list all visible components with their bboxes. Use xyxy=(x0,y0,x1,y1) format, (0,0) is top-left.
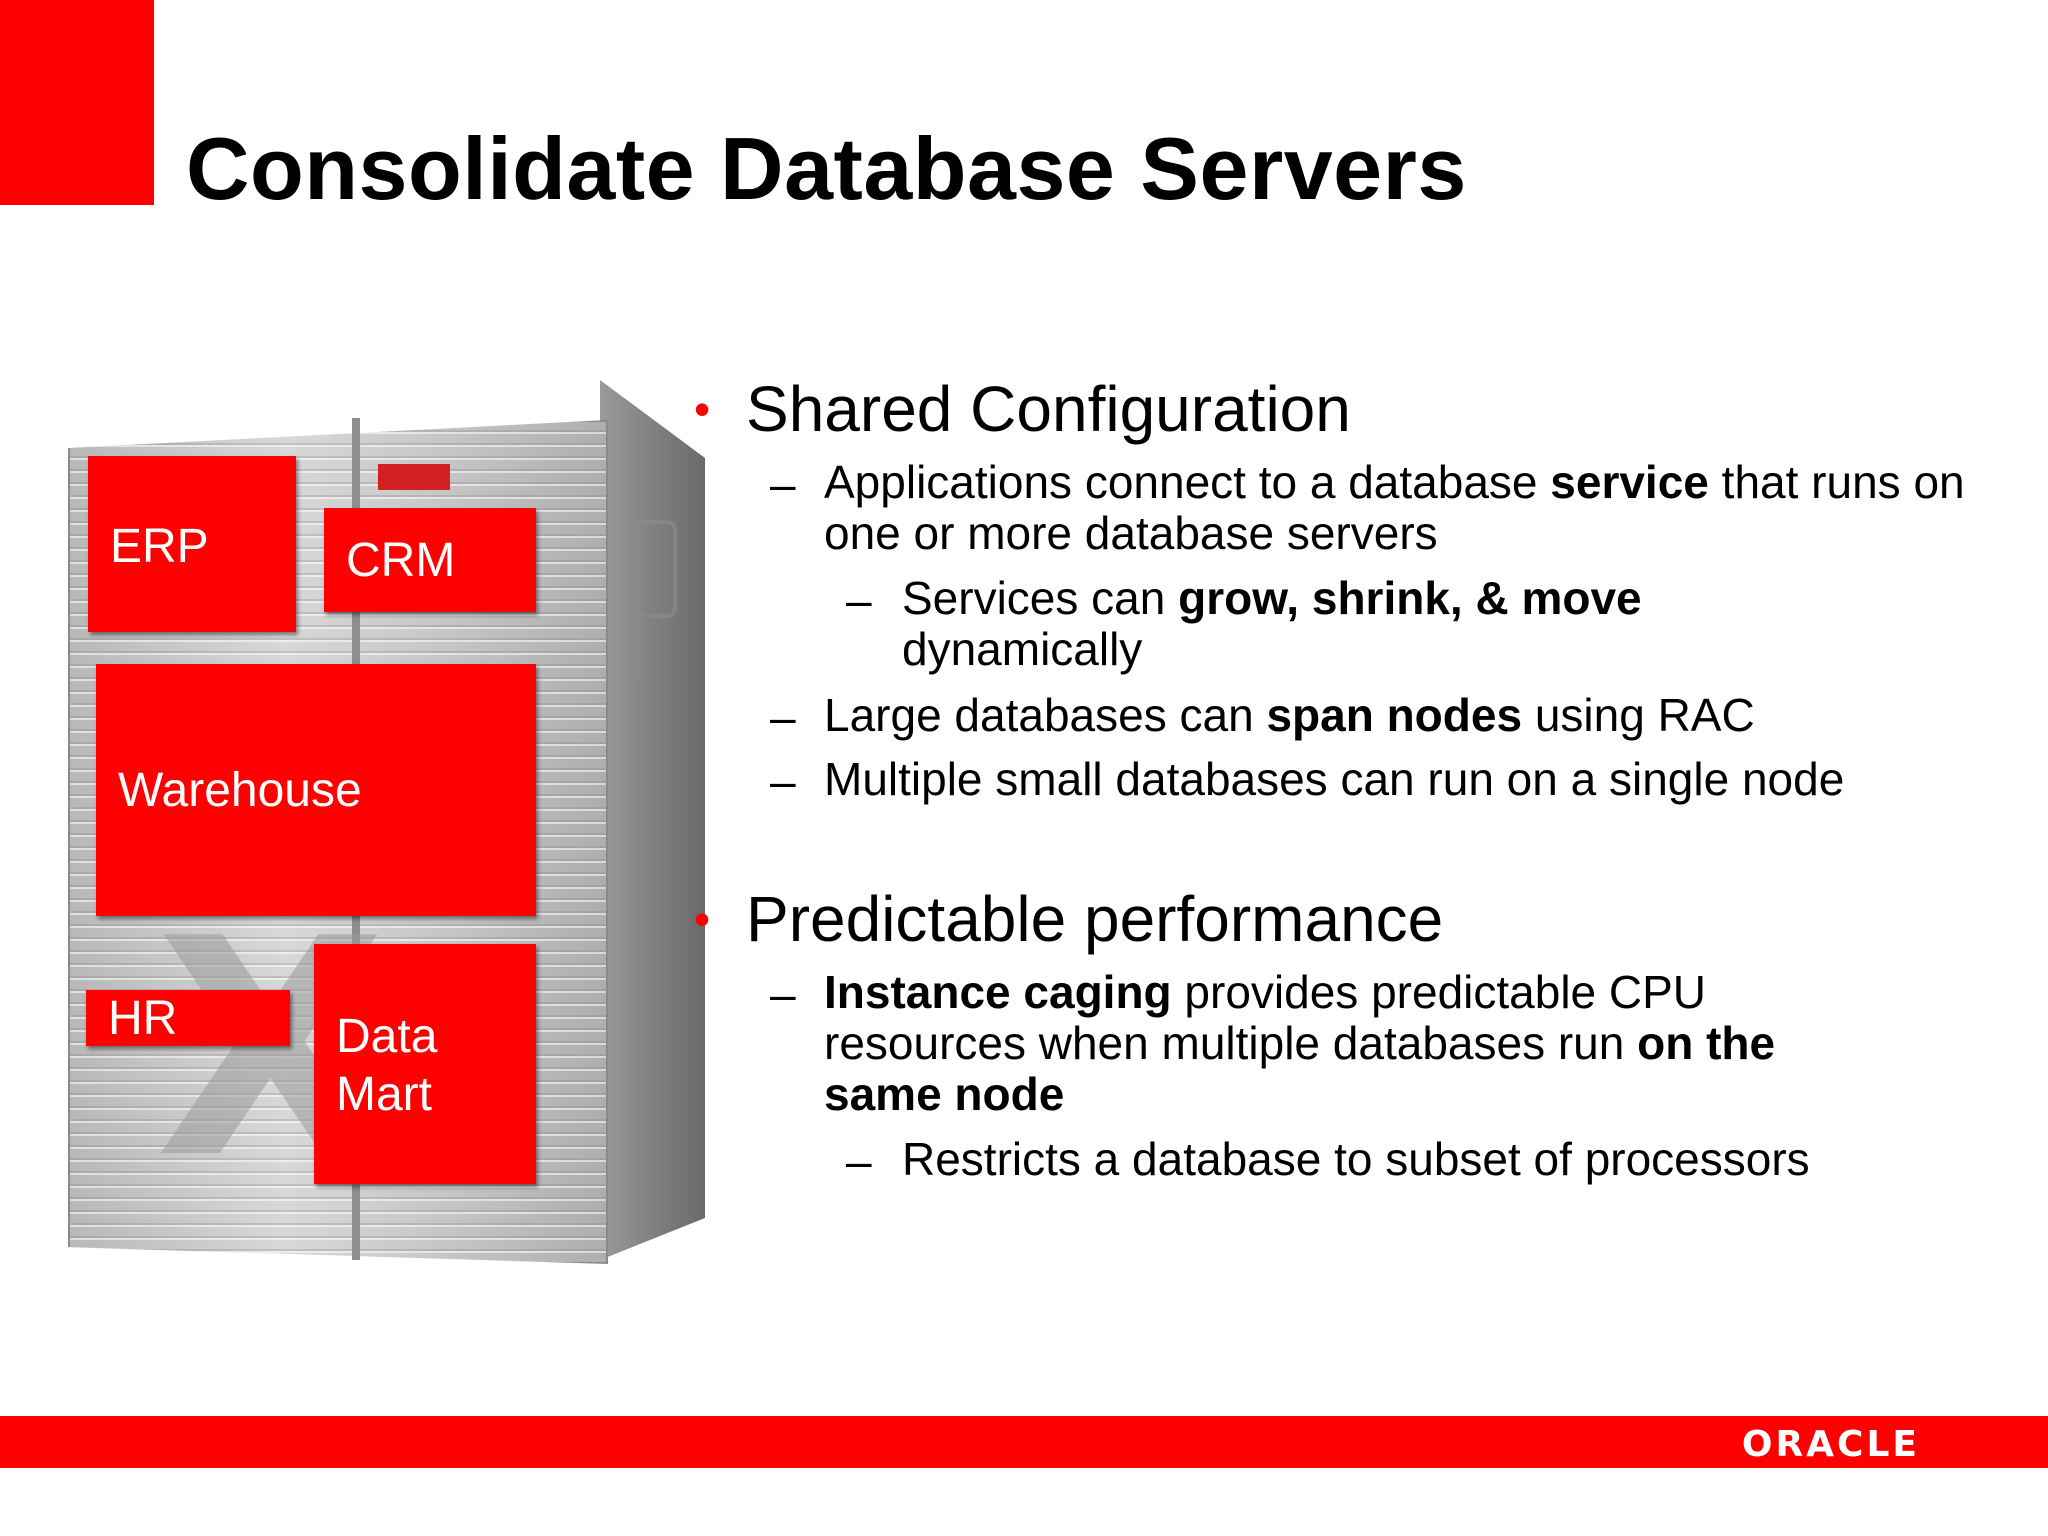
data-mart-box: Data Mart xyxy=(314,944,536,1184)
footer-bar xyxy=(0,1416,2048,1468)
rack-x-emblem: X xyxy=(155,875,387,1224)
dash-1c: – xyxy=(770,755,796,807)
hr-label: HR xyxy=(108,992,178,1045)
bullet-heading-shared-configuration: Shared Configuration xyxy=(746,373,1351,445)
oracle-logo: ORACLE xyxy=(1741,1424,1920,1465)
data-mart-label: Data Mart xyxy=(336,1010,438,1121)
dash-1a: – xyxy=(770,458,796,510)
dash-1a-i: – xyxy=(846,574,872,626)
sub-sub-bullet-restricts-database: Restricts a database to subset of proces… xyxy=(902,1133,1810,1185)
crm-box: CRM xyxy=(324,508,536,612)
bullet-heading-predictable-performance: Predictable performance xyxy=(746,883,1444,955)
rack-side-logo xyxy=(635,520,677,618)
sub-bullet-applications-service: Applications connect to a database servi… xyxy=(824,456,1965,559)
rack-side-panel xyxy=(600,380,705,1260)
bullet-dot-1: • xyxy=(694,383,711,435)
sub-bullet-multiple-small-databases: Multiple small databases can run on a si… xyxy=(824,753,1845,805)
slide-title: Consolidate Database Servers xyxy=(186,119,1467,218)
dash-1b: – xyxy=(770,691,796,743)
bullet-dot-2: • xyxy=(694,893,711,945)
warehouse-label: Warehouse xyxy=(118,764,362,817)
corner-accent-block xyxy=(0,0,154,205)
sub-bullet-span-nodes: Large databases can span nodes using RAC xyxy=(824,689,1755,741)
dash-2a-i: – xyxy=(846,1135,872,1187)
erp-box: ERP xyxy=(88,456,296,632)
warehouse-box: Warehouse xyxy=(96,664,536,916)
sub-sub-bullet-services-grow: Services can grow, shrink, & move dynami… xyxy=(902,572,1642,675)
erp-label: ERP xyxy=(110,520,209,573)
rack-side-logo-mark xyxy=(638,620,667,680)
dash-2a: – xyxy=(770,968,796,1020)
sub-bullet-instance-caging: Instance caging provides predictable CPU… xyxy=(824,966,1776,1120)
hr-box: HR xyxy=(86,990,290,1046)
crm-label: CRM xyxy=(346,534,456,587)
rack-badge xyxy=(378,464,450,490)
